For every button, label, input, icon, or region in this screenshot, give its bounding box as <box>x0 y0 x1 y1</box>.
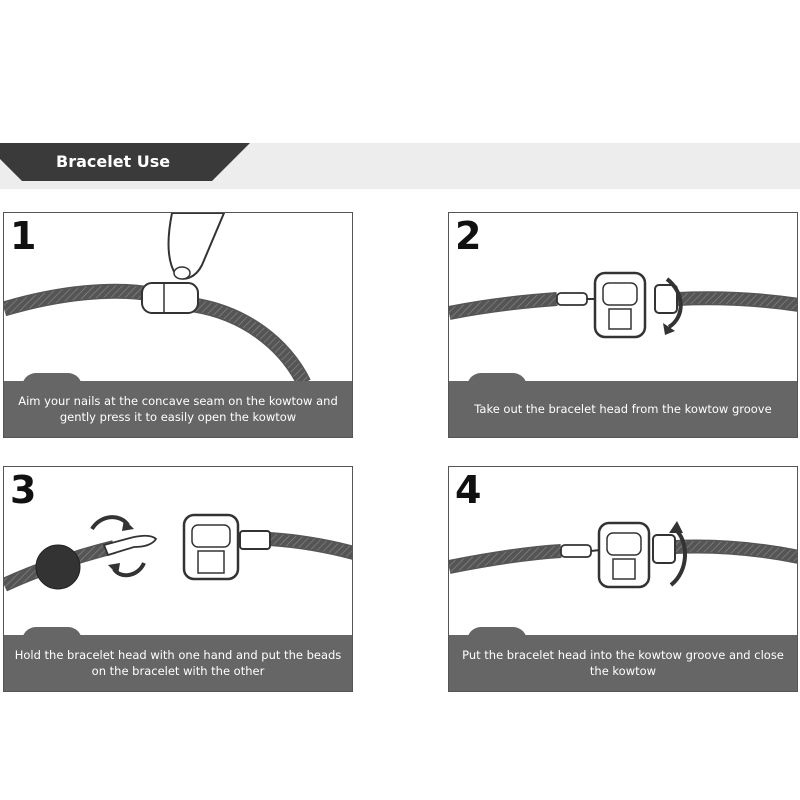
step-caption: Take out the bracelet head from the kowt… <box>449 381 797 437</box>
section-banner: Bracelet Use <box>0 143 800 189</box>
step-panel-3: 3 Hold the bracelet head with one hand a… <box>3 466 353 692</box>
step-caption: Aim your nails at the concave seam on th… <box>4 381 352 437</box>
step-number: 1 <box>10 214 37 258</box>
step-panel-2: 2 Take out the bracelet head from the ko… <box>448 212 798 438</box>
step-number: 2 <box>455 214 482 258</box>
step-1-illustration <box>4 213 311 387</box>
step-caption: Put the bracelet head into the kowtow gr… <box>449 635 797 691</box>
step-3-illustration <box>4 513 352 592</box>
step-caption: Hold the bracelet head with one hand and… <box>4 635 352 691</box>
step-panel-4: 4 Put the bracelet head into the kowtow … <box>448 466 798 692</box>
step-number: 4 <box>455 468 482 512</box>
step-4-illustration <box>449 521 797 589</box>
step-number: 3 <box>10 468 37 512</box>
banner-tab-shape <box>0 143 250 181</box>
step-panel-1: 1 Aim your nails at the concave seam on … <box>3 212 353 438</box>
step-2-illustration <box>449 271 797 339</box>
banner-title: Bracelet Use <box>56 152 171 171</box>
